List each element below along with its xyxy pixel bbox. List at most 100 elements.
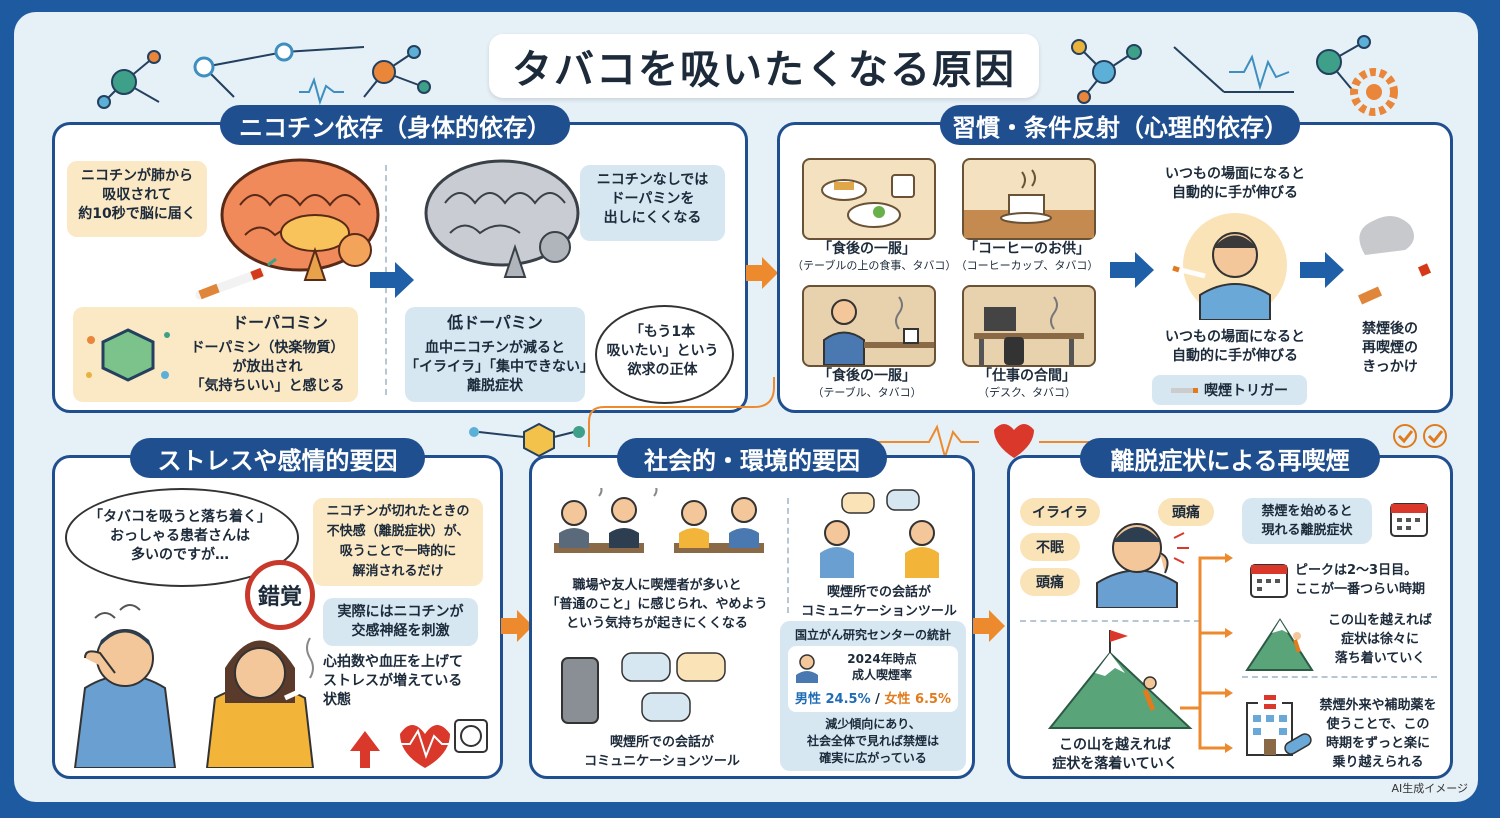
quote-line: 「タバコを吸うと落ち着く」: [89, 509, 271, 525]
step-line: 時期をずっと楽に: [1325, 736, 1430, 751]
step-line: 症状は徐々に: [1340, 632, 1419, 647]
social-heading: 社会的・環境的要因: [617, 438, 887, 478]
checkmark-icon: [1393, 424, 1447, 448]
hexagon-molecule-icon: [86, 328, 170, 382]
arrow-right-orange-icon: [501, 610, 533, 642]
relief-line: ニコチンが切れたときの: [326, 504, 470, 519]
smoking-cigarette-icon: [1355, 216, 1432, 305]
scene-desk-image: [962, 285, 1096, 367]
absorb-line: 吸収されて: [102, 187, 172, 203]
step-line: 禁煙外来や補助薬を: [1319, 698, 1437, 713]
scene-sub: （テーブルの上の食事、タバコ）: [792, 259, 957, 272]
heart-pressure-icon: [350, 719, 488, 768]
scene-coffee-image: [962, 158, 1096, 240]
quote-line: おっしゃる患者さんは: [110, 528, 250, 544]
stress-panel: ストレスや感情的要因 「タバコを吸うと落ち着く」 おっしゃる患者さんは 多いので…: [52, 438, 503, 779]
person-icon: [796, 654, 818, 683]
relief-line: 吸うことで一時的に: [339, 544, 457, 559]
conversation-icon: [820, 489, 939, 578]
brain-grey-icon: [424, 159, 580, 278]
arrow-right-orange-icon: [746, 257, 778, 289]
talk-line: 喫煙所での会話が: [826, 585, 931, 600]
habit-heading: 習慣・条件反射（心理的依存）: [940, 105, 1300, 145]
symptom-tag: 頭痛: [1020, 568, 1080, 596]
step-line: ここが一番つらい時期: [1295, 582, 1426, 597]
absorb-bubble: [67, 161, 207, 237]
scene-title: 「仕事の合間」: [978, 368, 1076, 384]
calendar-icon: [1390, 503, 1428, 537]
no-nicotine-line: ドーパミンを: [610, 191, 695, 207]
female-rate: 女性 6.5%: [884, 692, 952, 707]
low-dopamine-line: 離脱症状: [467, 378, 523, 394]
heart-line: 状態: [323, 692, 351, 708]
arrow-right-icon: [1110, 252, 1154, 288]
nerve-line: 交感神経を刺激: [351, 623, 450, 639]
low-dopamine-title: 低ドーパミン: [447, 313, 543, 332]
dopamine-line: 「気持ちいい」と感じる: [190, 378, 345, 394]
molecule-decoration-icon: [97, 42, 431, 109]
headache-person-icon: [1096, 523, 1189, 608]
woman-smoking-icon: [205, 637, 315, 768]
heart-line: 心拍数や血圧を上げて: [323, 654, 463, 670]
symptom-tag: 頭痛: [1158, 498, 1214, 526]
craving-line: 吸いたい」という: [606, 343, 719, 359]
workplace-line: という気持ちが起きにくくなる: [566, 616, 748, 631]
scene-sub: （コーヒーカップ、タバコ）: [955, 259, 1099, 272]
coffee-cup-icon: [964, 169, 1094, 238]
dopamine-line: が放出され: [232, 359, 303, 375]
mountain-climber-icon: [1245, 618, 1314, 671]
scene-title: 「コーヒーのお供」: [964, 241, 1090, 257]
ashtray-speech-icon: [561, 652, 726, 724]
withdrawal-panel: 離脱症状による再喫煙 イライラ 頭痛 不眠 頭痛 この山を越えれば 症状を落着い…: [1007, 438, 1453, 779]
stats-title: 国立がん研究センターの統計: [794, 628, 951, 642]
step-line: 禁煙を始めると: [1261, 504, 1353, 519]
scene-meal-image: [802, 158, 936, 240]
symptom-tag: イライラ: [1020, 498, 1100, 526]
trend-line: 確実に広がっている: [819, 751, 927, 765]
mountain-line: 症状を落着いていく: [1052, 756, 1178, 772]
craving-bubble: [595, 305, 734, 404]
talk-line: コミュニケーションツール: [801, 604, 957, 619]
male-rate: 男性 24.5%: [794, 692, 871, 707]
no-nicotine-line: 出しにくくなる: [603, 210, 702, 226]
absorb-line: ニコチンが肺から: [81, 168, 193, 184]
dopamine-line: ドーパミン（快楽物質）: [190, 340, 345, 356]
relief-line: 解消されるだけ: [352, 564, 444, 579]
person-smoking-icon: [823, 296, 934, 366]
relapse-line: きっかけ: [1362, 359, 1418, 375]
nerve-line: 実際にはニコチンが: [337, 604, 464, 620]
illusion-stamp: 錯覚: [245, 560, 315, 630]
desk-icon: [974, 296, 1084, 365]
hospital-pill-icon: [1246, 695, 1312, 756]
workplace-line: 職場や友人に喫煙者が多いと: [572, 578, 742, 593]
person-cigarette-icon: [1172, 213, 1287, 320]
nerve-box: [323, 598, 478, 646]
stats-year-line: 成人喫煙率: [851, 668, 912, 682]
reach-line: いつもの場面になると: [1165, 329, 1305, 345]
withdrawal-heading: 離脱症状による再喫煙: [1080, 438, 1380, 478]
trend-line: 減少傾向にあり、: [825, 717, 921, 731]
trigger-badge: 喫煙トリガー: [1152, 375, 1307, 405]
cigarette-icon: [1171, 387, 1198, 393]
low-dopamine-line: 「イライラ」「集中できない」: [405, 359, 594, 375]
step-line: ピークは2〜3日目。: [1295, 563, 1418, 578]
relief-line: 不快感（離脱症状）が、: [326, 524, 470, 539]
no-nicotine-bubble: [580, 165, 725, 241]
stress-heading: ストレスや感情的要因: [130, 438, 425, 478]
symptom-tag: 不眠: [1020, 533, 1080, 561]
ai-credit: AI生成イメージ: [1391, 782, 1468, 795]
trend-line: 社会全体で見れば禁煙は: [806, 734, 939, 748]
scene-table-image: [802, 285, 936, 367]
mountain-flag-icon: [1047, 630, 1193, 729]
page-title: タバコを吸いたくなる原因: [489, 34, 1039, 98]
step-line: 乗り越えられる: [1332, 755, 1424, 770]
craving-line: 「もう1本: [629, 324, 696, 340]
infographic-frame: タバコを吸いたくなる原因 ニコチン依存（身体的依存） ニコチンが肺から 吸収され…: [14, 12, 1478, 802]
connector-decoration-icon: [469, 377, 1089, 461]
molecule-decoration-right-icon: [1071, 35, 1398, 116]
stressed-man-icon: [73, 604, 177, 768]
talk-line: コミュニケーションツール: [584, 754, 740, 769]
step-line: この山を越えれば: [1327, 613, 1432, 628]
quote-line: 多いのですが…: [131, 547, 229, 563]
reach-line: 自動的に手が伸びる: [1172, 348, 1298, 364]
